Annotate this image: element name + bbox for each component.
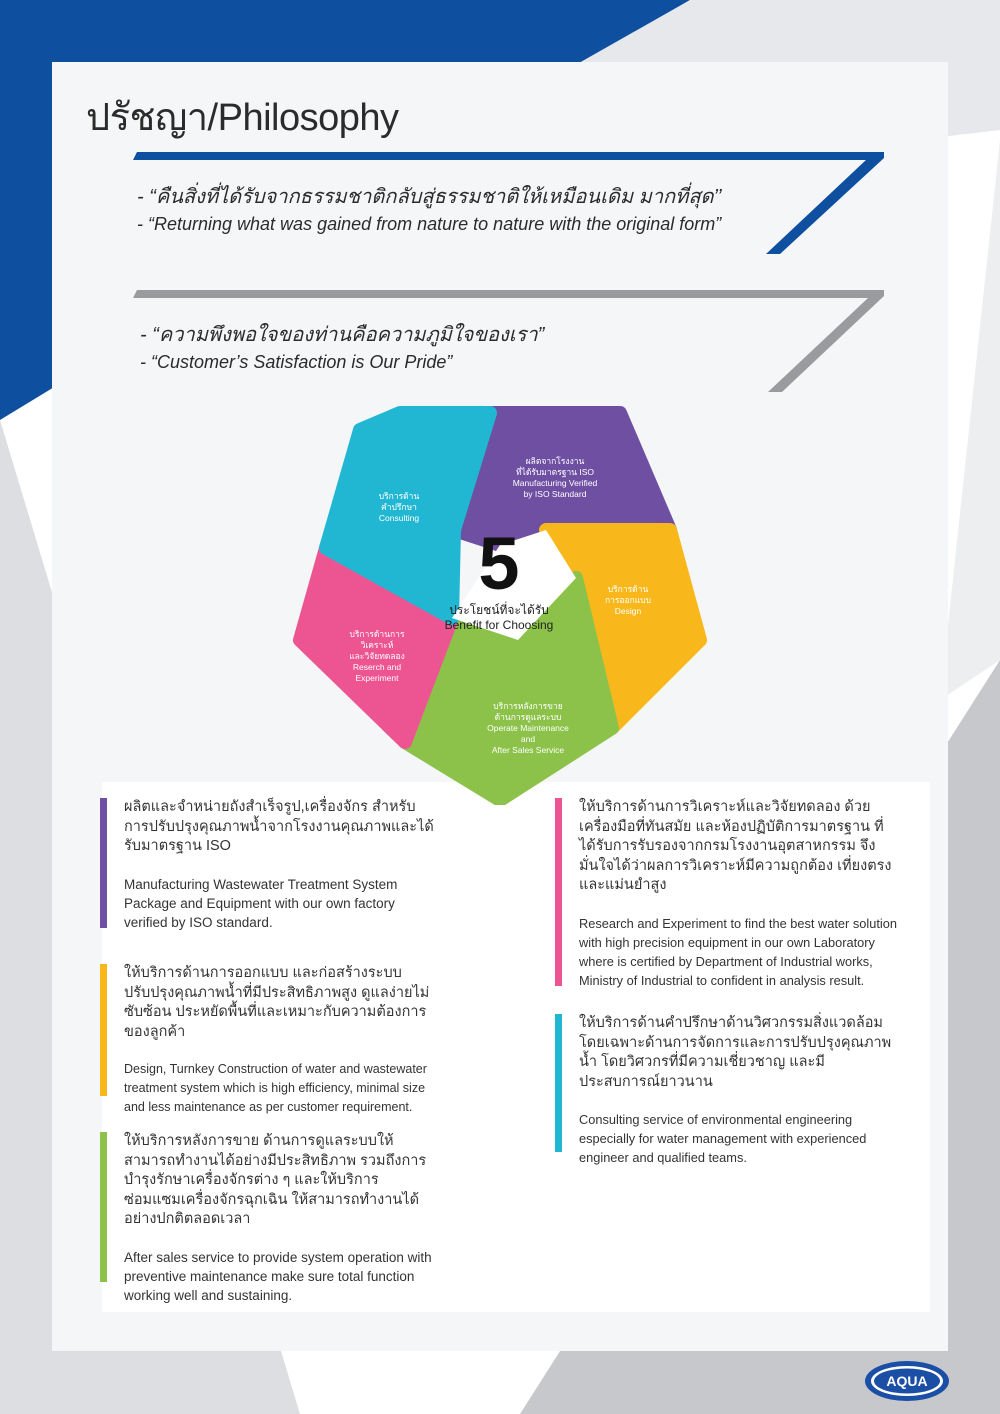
block-english-text: Research and Experiment to find the best… xyxy=(579,915,897,988)
segment-label-line: ที่ได้รับมาตรฐาน ISO xyxy=(515,467,595,477)
block-color-bar xyxy=(555,798,562,986)
segment-label-line: Manufacturing Verified xyxy=(512,478,598,488)
block-color-bar xyxy=(555,1014,562,1152)
aqua-logo: AQUA xyxy=(865,1361,949,1401)
block-thai-text: ให้บริการหลังการขาย ด้านการดูแลระบบให้สา… xyxy=(124,1133,427,1227)
segment-label-line: วิเคราะห์ xyxy=(360,640,394,650)
segment-label-line: การออกแบบ xyxy=(604,595,652,605)
block-color-bar xyxy=(100,964,107,1096)
benefit-center-english: Benefit for Choosing xyxy=(444,618,554,632)
quote-1-thai: - “คืนสิ่งที่ได้รับจากธรรมชาติกลับสู่ธรร… xyxy=(137,186,722,208)
segment-label-line: Reserch and xyxy=(352,662,402,672)
segment-label-line: และวิจัยทดลอง xyxy=(349,651,405,661)
block-color-bar xyxy=(100,1132,107,1282)
segment-label-line: Design xyxy=(614,606,642,616)
block-thai-text: ให้บริการด้านการวิเคราะห์และวิจัยทดลอง ด… xyxy=(579,799,892,893)
benefit-center: 5 ประโยชน์ที่จะได้รับ Benefit for Choosi… xyxy=(440,525,558,633)
block-english-text: After sales service to provide system op… xyxy=(124,1249,432,1303)
block-english-text: Consulting service of environmental engi… xyxy=(579,1112,867,1165)
svg-text:AQUA: AQUA xyxy=(886,1373,927,1389)
details-panel xyxy=(102,782,930,1312)
segment-label-line: Operate Maintenance xyxy=(487,723,569,733)
segment-label-line: บริการด้าน xyxy=(607,584,649,594)
segment-label-line: and xyxy=(520,734,536,744)
segment-label-line: บริการด้านการ xyxy=(349,629,405,639)
benefit-center-thai: ประโยชน์ที่จะได้รับ xyxy=(449,603,549,617)
segment-label-line: Consulting xyxy=(378,513,420,523)
segment-label-line: ผลิตจากโรงงาน xyxy=(525,456,585,466)
block-english-text: Manufacturing Wastewater Treatment Syste… xyxy=(124,876,398,930)
block-thai-text: ให้บริการด้านคำปรึกษาด้านวิศวกรรมสิ่งแวด… xyxy=(579,1015,892,1090)
quote-1-english: - “Returning what was gained from nature… xyxy=(137,214,722,234)
block-color-bar xyxy=(100,798,107,928)
segment-label-line: Experiment xyxy=(355,673,399,683)
quote-2-thai: - “ความพึงพอใจของท่านคือความภูมิใจของเรา… xyxy=(140,324,545,346)
segment-label-line: After Sales Service xyxy=(491,745,565,755)
block-thai-text: ให้บริการด้านการออกแบบ และก่อสร้างระบบปร… xyxy=(124,965,430,1040)
block-thai-text: ผลิตและจำหน่ายถังสำเร็จรูป,เครื่องจักร ส… xyxy=(124,799,434,854)
page-title: ปรัชญา/Philosophy xyxy=(86,97,399,139)
benefit-number: 5 xyxy=(478,522,520,605)
block-english-text: Design, Turnkey Construction of water an… xyxy=(124,1062,427,1114)
segment-label-line: ด้านการดูแลระบบ xyxy=(494,712,562,722)
benefit-pentagon-diagram xyxy=(293,406,707,805)
segment-label-line: by ISO Standard xyxy=(523,489,587,499)
quote-2-english: - “Customer’s Satisfaction is Our Pride” xyxy=(140,352,453,372)
segment-label-line: บริการหลังการขาย xyxy=(493,701,563,711)
segment-label-line: บริการด้าน xyxy=(378,491,420,501)
segment-label-line: คำปรึกษา xyxy=(381,502,417,512)
